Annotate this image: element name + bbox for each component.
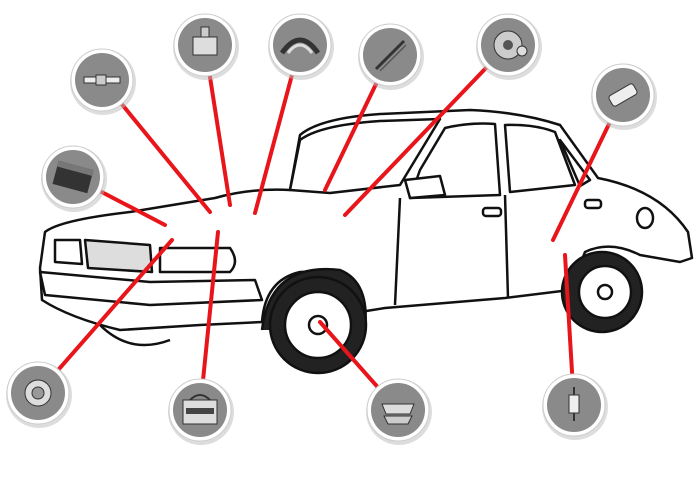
left-headlight (53, 238, 84, 266)
air-filter-badge[interactable] (41, 145, 107, 212)
front-bumper (38, 270, 264, 307)
grille (83, 238, 154, 274)
spark-plug-icon (83, 74, 121, 86)
oil-filter-icon (24, 379, 52, 407)
front-door-line (393, 197, 402, 306)
battery-badge[interactable] (168, 378, 234, 445)
fuel-door (635, 206, 655, 230)
clutch-kit-icon (493, 30, 528, 60)
shock-absorber-badge[interactable] (591, 63, 657, 130)
side-mirror (403, 174, 447, 200)
rear-window (503, 123, 577, 194)
fuel-filter-badge[interactable] (542, 373, 608, 440)
oil-filter-badge[interactable] (6, 361, 72, 428)
car-illustration (38, 108, 694, 375)
rear-door-handle (583, 198, 603, 210)
part-badges (6, 13, 657, 445)
headlight (158, 246, 237, 274)
shock-absorber-icon (608, 83, 638, 107)
front-hub (307, 314, 329, 336)
fuel-filter-icon (568, 387, 580, 421)
air-filter-icon (52, 160, 94, 194)
brake-pads-badge[interactable] (366, 378, 432, 445)
front-underbody (99, 324, 171, 347)
gasket-set-icon (279, 37, 321, 55)
battery-icon (182, 394, 218, 425)
spark-plug-badge[interactable] (70, 48, 136, 115)
gasket-set-badge[interactable] (268, 13, 334, 80)
rear-hub (596, 283, 614, 301)
windshield (288, 117, 442, 195)
ignition-coil-icon (192, 26, 218, 56)
rear-door-line (503, 194, 510, 299)
ignition-coil-badge[interactable] (173, 13, 239, 80)
front-door-handle (481, 206, 503, 218)
clutch-kit-badge[interactable] (476, 13, 542, 80)
wiper-blade-icon (374, 39, 407, 72)
line-clutch-kit (343, 43, 510, 217)
wiper-blade-badge[interactable] (358, 23, 424, 90)
line-oil-filter (36, 238, 174, 395)
brake-pads-icon (381, 403, 415, 425)
